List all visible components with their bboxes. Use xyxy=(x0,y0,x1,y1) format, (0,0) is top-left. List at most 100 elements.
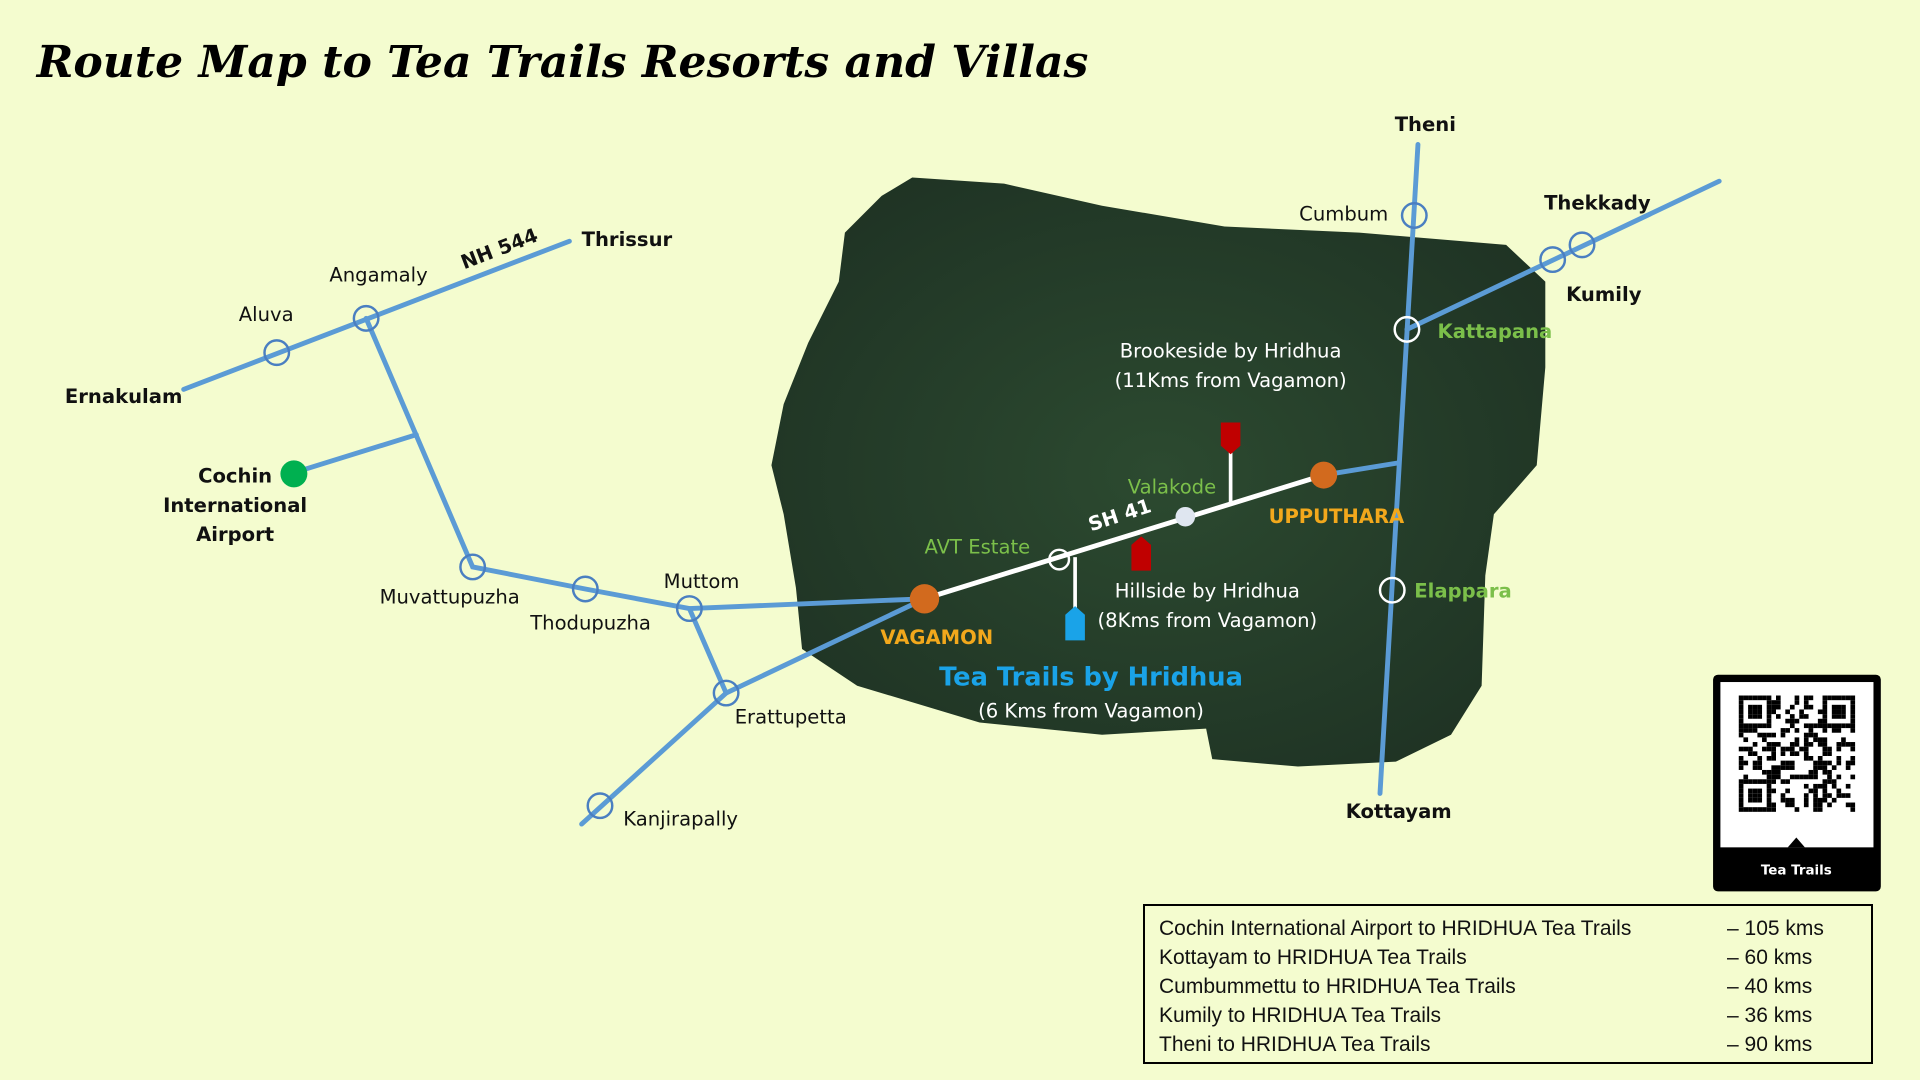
label-muvattupuzha: Muvattupuzha xyxy=(380,586,520,609)
qr-module xyxy=(1743,737,1749,743)
qr-module xyxy=(1757,807,1763,812)
qr-module xyxy=(1776,714,1781,719)
junctions xyxy=(263,202,1596,820)
qr-module xyxy=(1738,714,1744,719)
qr-module xyxy=(1766,793,1772,798)
vagamon-marker xyxy=(909,584,940,614)
qr-module xyxy=(1789,742,1795,747)
distance-value: – 90 kms xyxy=(1727,1033,1813,1056)
qr-module xyxy=(1785,802,1790,808)
qr-module xyxy=(1738,793,1744,798)
qr-module xyxy=(1836,774,1842,780)
label-airport-3: Airport xyxy=(196,523,274,546)
qr-module xyxy=(1766,807,1772,812)
qr-module xyxy=(1841,704,1846,710)
qr-module xyxy=(1850,714,1856,719)
airport-marker xyxy=(280,460,308,488)
qr-module xyxy=(1831,714,1837,719)
qr-module xyxy=(1771,788,1776,794)
qr-module xyxy=(1738,700,1744,705)
qr-module xyxy=(1743,746,1749,752)
qr-module xyxy=(1822,797,1828,803)
qr-module xyxy=(1738,807,1744,812)
qr-module xyxy=(1813,807,1818,812)
qr-module xyxy=(1803,704,1809,710)
qr-module xyxy=(1762,737,1767,743)
qr-module xyxy=(1762,732,1767,738)
distance-value: – 36 kms xyxy=(1727,1004,1813,1027)
qr-module xyxy=(1803,793,1809,798)
upputhara-marker xyxy=(1310,461,1338,489)
qr-module xyxy=(1738,756,1744,761)
qr-module xyxy=(1766,695,1772,701)
qr-module xyxy=(1789,718,1795,724)
qr-module xyxy=(1738,802,1744,808)
qr-module xyxy=(1752,793,1758,798)
qr-module xyxy=(1771,732,1776,738)
qr-module xyxy=(1738,788,1744,794)
distance-row: Cochin International Airport to HRIDHUA … xyxy=(1159,914,1857,943)
qr-module xyxy=(1822,788,1828,794)
qr-module xyxy=(1827,760,1832,766)
qr-module xyxy=(1776,700,1781,705)
qr-module xyxy=(1803,783,1809,789)
qr-module xyxy=(1822,718,1828,724)
qr-module xyxy=(1766,802,1772,808)
qr-module xyxy=(1748,695,1753,701)
qr-module xyxy=(1771,751,1776,756)
qr-module xyxy=(1785,788,1790,794)
qr-module xyxy=(1794,774,1800,780)
qr-module xyxy=(1780,751,1786,756)
qr-module xyxy=(1817,723,1823,729)
qr-module xyxy=(1757,723,1763,729)
qr-module xyxy=(1827,779,1832,784)
qr-module xyxy=(1845,723,1851,729)
qr-module xyxy=(1822,783,1828,789)
qr-module xyxy=(1822,737,1828,743)
qr-module xyxy=(1748,751,1753,756)
qr-module xyxy=(1813,769,1818,775)
map-title: Route Map to Tea Trails Resorts and Vill… xyxy=(35,37,1089,88)
qr-module xyxy=(1752,751,1758,756)
qr-module xyxy=(1757,704,1763,710)
distance-row: Theni to HRIDHUA Tea Trails– 90 kms xyxy=(1159,1030,1857,1059)
qr-module xyxy=(1748,709,1753,715)
qr-module xyxy=(1766,700,1772,705)
qr-module xyxy=(1766,756,1772,761)
qr-module xyxy=(1841,737,1846,743)
qr-module xyxy=(1845,765,1851,770)
qr-module xyxy=(1817,802,1823,808)
qr-module xyxy=(1780,793,1786,798)
qr-module xyxy=(1836,714,1842,719)
label-kumily: Kumily xyxy=(1566,283,1642,306)
qr-module xyxy=(1748,797,1753,803)
qr-module xyxy=(1780,765,1786,770)
qr-module xyxy=(1752,723,1758,729)
qr-module xyxy=(1738,783,1744,789)
qr-module xyxy=(1752,695,1758,701)
qr-module xyxy=(1766,714,1772,719)
qr-module xyxy=(1762,746,1767,752)
qr-module xyxy=(1752,765,1758,770)
qr-module xyxy=(1789,751,1795,756)
qr-module xyxy=(1771,704,1776,710)
qr-module xyxy=(1808,695,1814,701)
qr-code[interactable]: Tea Trails xyxy=(1713,674,1881,892)
qr-module xyxy=(1850,728,1856,733)
qr-module xyxy=(1757,779,1763,784)
qr-module xyxy=(1850,704,1856,710)
qr-module xyxy=(1789,774,1795,780)
qr-module xyxy=(1808,788,1814,794)
qr-module xyxy=(1827,793,1832,798)
qr-module xyxy=(1738,797,1744,803)
qr-module xyxy=(1794,807,1800,812)
qr-module xyxy=(1822,709,1828,715)
label-kattapana: Kattapana xyxy=(1438,320,1553,343)
qr-module xyxy=(1808,728,1814,733)
qr-module xyxy=(1803,737,1809,743)
qr-module xyxy=(1738,718,1744,724)
qr-module xyxy=(1813,723,1818,729)
qr-module xyxy=(1743,695,1749,701)
qr-module xyxy=(1766,797,1772,803)
qr-module xyxy=(1766,709,1772,715)
